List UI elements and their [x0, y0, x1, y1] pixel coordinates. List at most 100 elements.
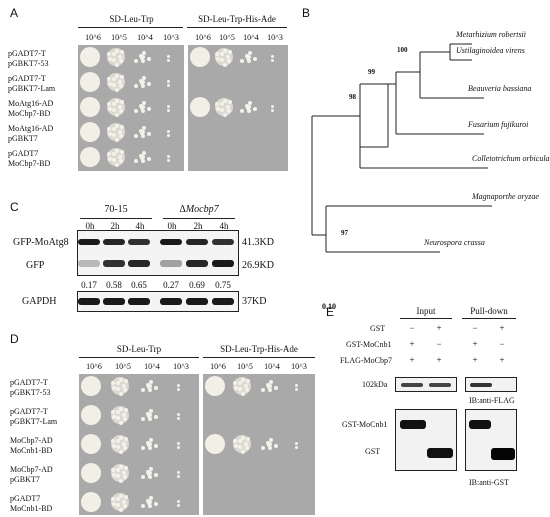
- panel-c-group2-prefix: Δ: [179, 204, 186, 215]
- colony-spot: [81, 376, 101, 396]
- colony-dot: [147, 500, 152, 505]
- colony-dot: [115, 162, 120, 167]
- band-gfp-moatg8-1: [78, 239, 100, 245]
- colony-dot: [122, 384, 126, 388]
- panel-b-label: B: [302, 6, 311, 20]
- colony-spot: [190, 47, 210, 67]
- colony-dot: [244, 384, 248, 388]
- condition-label-2: GST-MoCnb1: [346, 340, 392, 349]
- colony-dot: [223, 99, 228, 104]
- colony-dot: [140, 155, 145, 160]
- colony-dot: [148, 445, 153, 450]
- phylogenetic-tree: [311, 43, 492, 253]
- colony-dot: [118, 130, 122, 134]
- sign-2-3: +: [472, 339, 478, 349]
- panel-e-gst-cnb1: GST-MoCnb1: [342, 420, 388, 429]
- colony-dot: [115, 137, 120, 142]
- colony-spot: [106, 123, 125, 142]
- colony-dot: [167, 55, 170, 58]
- colony-spot: [81, 463, 101, 483]
- panel-a-label: A: [10, 6, 19, 20]
- panel-d-cond-right: SD-Leu-Trp-His-Ade: [220, 344, 298, 354]
- colony-dot: [134, 158, 138, 163]
- band-gfp-4: [160, 260, 182, 267]
- colony-dot: [214, 52, 219, 57]
- taxon-3: Beauveria bassiana: [468, 84, 532, 93]
- colony-dot: [120, 149, 125, 154]
- colony-dot: [118, 55, 122, 59]
- strain-name-1-1: pGADT7-T: [10, 378, 48, 387]
- gst-blot-pulldown: [465, 409, 517, 471]
- panel-a-cond-left: SD-Leu-Trp: [109, 14, 154, 24]
- colony-spot: [106, 148, 125, 167]
- bootstrap-3: 98: [349, 93, 356, 101]
- colony-spot: [106, 98, 125, 117]
- taxon-6: Magnaporthe oryzae: [472, 192, 539, 201]
- colony-dot: [110, 410, 115, 415]
- taxon-7: Neurospora crassa: [424, 238, 485, 247]
- panel-e-input-rule: [400, 318, 452, 319]
- colony-dot: [115, 87, 120, 92]
- dilution-label-left-3: 10^4: [137, 33, 153, 42]
- colony-dot: [146, 131, 151, 136]
- dilution-label-left-2: 10^5: [115, 362, 131, 371]
- panel-e-pulldown: Pull-down: [470, 306, 508, 316]
- colony-dot: [141, 126, 146, 131]
- colony-dot: [106, 52, 111, 57]
- colony-dot: [246, 105, 251, 110]
- colony-dot: [223, 112, 228, 117]
- colony-dot: [273, 443, 278, 448]
- colony-dot: [295, 442, 298, 445]
- band-gapdh-6: [212, 298, 234, 305]
- colony-dot: [146, 156, 151, 161]
- colony-dot: [148, 438, 153, 443]
- colony-dot: [148, 496, 153, 501]
- colony-dot: [220, 51, 225, 56]
- colony-dot: [267, 384, 272, 389]
- colony-dot: [237, 387, 242, 392]
- colony-dot: [120, 49, 125, 54]
- dilution-label-right-4: 10^3: [267, 33, 283, 42]
- colony-dot: [273, 385, 278, 390]
- panel-c-group2-name: Mocbp7: [185, 204, 219, 215]
- colony-dot: [111, 133, 116, 138]
- panel-e-pulldown-rule: [462, 318, 516, 319]
- colony-dot: [116, 467, 121, 472]
- colony-spot: [106, 48, 125, 67]
- dilution-label-right-1: 10^6: [210, 362, 226, 371]
- condition-label-3: FLAG-MoCbp7: [340, 356, 393, 365]
- colony-spot: [106, 73, 125, 92]
- colony-dot: [177, 500, 180, 503]
- colony-dot: [118, 105, 122, 109]
- time-5: 2h: [193, 221, 203, 231]
- colony-dot: [247, 51, 252, 56]
- gst-cnb1-band-pulldown: [469, 420, 491, 429]
- colony-spot: [110, 435, 129, 454]
- colony-dot: [119, 494, 124, 499]
- dilution-label-left-3: 10^4: [144, 362, 160, 371]
- colony-dot: [119, 407, 124, 412]
- colony-dot: [122, 416, 127, 421]
- sign-1-4: +: [499, 323, 505, 333]
- dilution-label-right-3: 10^4: [243, 33, 259, 42]
- ratio-1: 0.17: [81, 280, 97, 290]
- panel-c-row1-label: GFP-MoAtg8: [13, 237, 69, 248]
- colony-dot: [140, 105, 145, 110]
- panel-d-plate-left: [79, 374, 199, 515]
- panel-c-label: C: [10, 200, 19, 214]
- dilution-label-left-2: 10^5: [111, 33, 127, 42]
- panel-e-gst: GST: [365, 447, 381, 456]
- colony-dot: [124, 378, 129, 383]
- colony-spot: [80, 47, 100, 67]
- colony-dot: [167, 158, 171, 162]
- colony-dot: [134, 108, 138, 113]
- colony-dot: [122, 413, 126, 417]
- colony-dot: [228, 49, 233, 54]
- panel-d-cond-left: SD-Leu-Trp: [116, 344, 162, 354]
- ratio-2: 0.58: [106, 280, 122, 290]
- colony-dot: [110, 468, 115, 473]
- colony-dot: [241, 436, 246, 441]
- colony-dot: [115, 416, 120, 421]
